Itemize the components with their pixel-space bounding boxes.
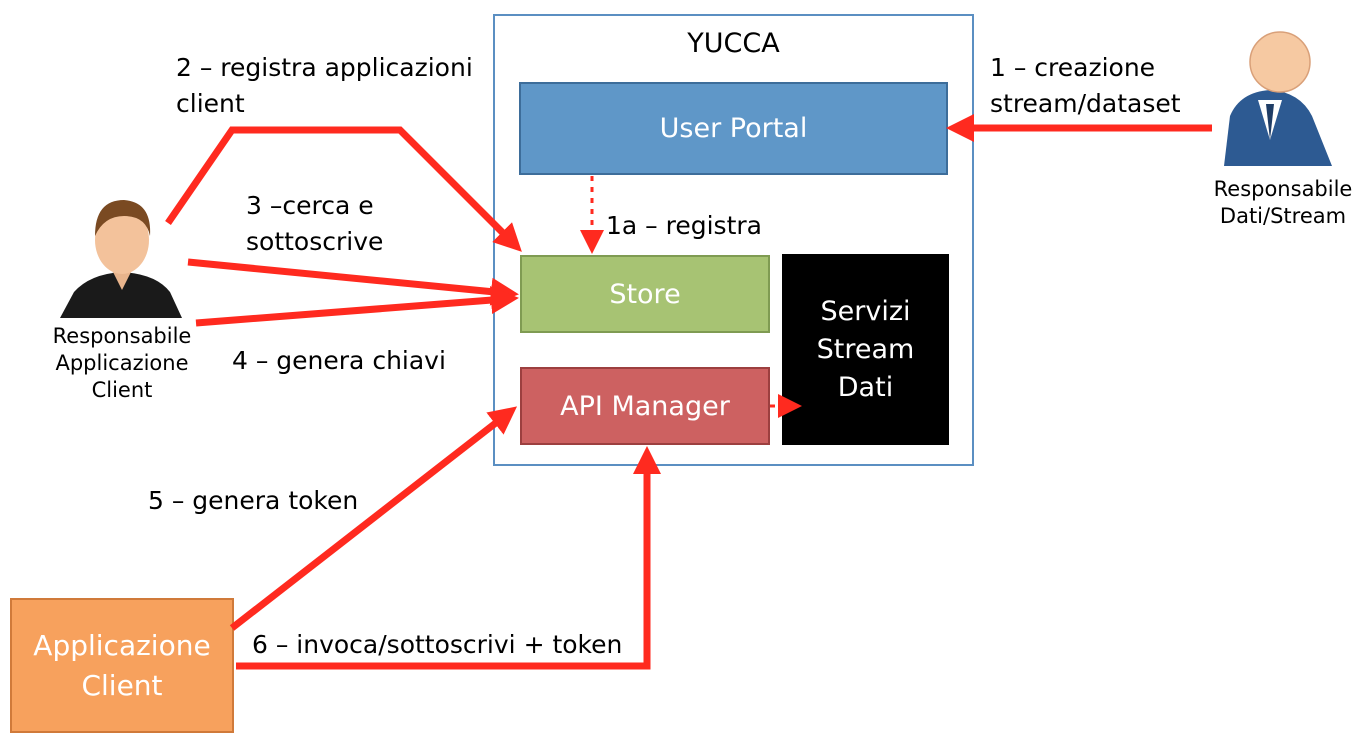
arrow-step2 [165,126,522,252]
step1a-label: 1a – registra [606,211,762,240]
step2-label-line2: client [176,89,245,118]
servizi-stream-dati-box: Servizi Stream Dati [782,254,949,445]
responsabile-dati-person-icon [1224,31,1332,166]
responsabile-app-label: Responsabile Applicazione Client [52,324,192,402]
responsabile-dati-label: Responsabile Dati/Stream [1213,177,1353,228]
yucca-title: YUCCA [687,28,780,59]
user-portal-box: User Portal [519,82,948,175]
store-box: Store [520,255,770,333]
arrow-step6 [236,446,661,670]
api-manager-box: API Manager [520,367,770,445]
step3-label-line2: sottoscrive [246,227,384,256]
step1-label-line2: stream/dataset [990,89,1181,118]
arrow-step5 [229,406,518,631]
responsabile-app-person-icon [60,200,182,318]
step2-label-line1: 2 – registra applicazioni [176,53,473,82]
step3-label-line1: 3 –cerca e [246,191,374,220]
applicazione-client-box: Applicazione Client [10,598,234,733]
arrow-step4 [195,286,519,327]
step6-label: 6 – invoca/sottoscrivi + token [252,630,623,659]
step1-label-line1: 1 – creazione [990,53,1156,82]
arrow-step3 [187,258,519,306]
step5-label: 5 – genera token [148,486,359,515]
step4-label: 4 – genera chiavi [232,346,446,375]
